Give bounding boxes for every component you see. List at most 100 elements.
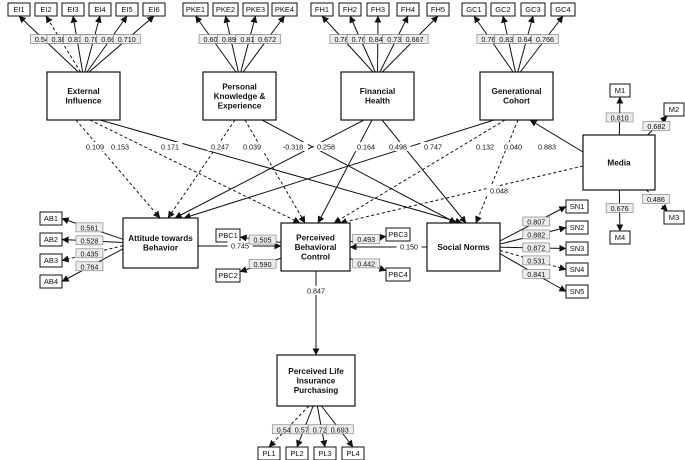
path-fh-to-pbc-coefficient: 0.164 <box>353 142 379 152</box>
indicator-box <box>212 2 239 17</box>
loading-gc1-arrow <box>473 15 514 73</box>
loading-pbc3-value-bg <box>352 234 381 244</box>
loading-pke4-value-text: 0.672 <box>258 35 276 44</box>
indicator-box <box>39 253 63 268</box>
indicator-pl3: PL3 <box>313 446 337 460</box>
construct-label-line: Financial <box>360 87 396 96</box>
path-gc-to-pbc <box>333 119 506 224</box>
path-media-to-gc-coefficient-halo <box>534 142 560 151</box>
indicator-box <box>257 446 281 460</box>
construct-box <box>582 134 656 191</box>
loading-gc4-arrow <box>519 15 564 73</box>
indicator-ab1: AB1 <box>39 211 63 226</box>
loading-ei3-value-text: 0.813 <box>68 35 86 44</box>
path-fh-to-atb-coefficient: 0.258 <box>313 142 339 152</box>
indicator-pke4: PKE4 <box>271 2 298 17</box>
indicator-ei5: EI5 <box>115 2 139 17</box>
path-sn-to-pbc-coefficient-halo <box>396 242 422 251</box>
indicator-gc4: GC4 <box>550 2 576 17</box>
indicator-sn4: SN4 <box>565 262 589 277</box>
loading-sn5-value: 0.841 <box>522 269 551 279</box>
construct-box <box>202 71 277 121</box>
indicator-fh1: FH1 <box>310 2 334 17</box>
path-gc-to-atb-coefficient-halo <box>420 142 446 151</box>
loading-gc1-value-text: 0.765 <box>481 35 499 44</box>
indicator-label: PBC4 <box>388 270 408 279</box>
indicator-label: PKE3 <box>246 5 265 14</box>
loading-pbc3-value: 0.493 <box>352 234 381 244</box>
indicator-box <box>550 2 576 17</box>
construct-label-line: Behavior <box>143 244 179 253</box>
path-pke-to-pbc-coefficient-text: 0.039 <box>243 143 261 152</box>
loading-ei6-value-text: 0.710 <box>118 35 136 44</box>
indicator-label: PL1 <box>262 449 275 458</box>
loading-pl3-value-text: 0.729 <box>313 425 331 434</box>
loading-sn3-value: 0.872 <box>522 242 551 253</box>
path-pke-to-sn-coefficient: -0.318 <box>278 142 308 152</box>
loading-m1-value-text: 0.810 <box>611 114 629 123</box>
indicator-label: GC1 <box>466 5 481 14</box>
loading-pbc2-value-bg <box>248 258 277 269</box>
indicator-box <box>39 211 63 226</box>
indicator-label: SN3 <box>570 244 585 253</box>
path-gc-to-atb <box>183 119 495 220</box>
loading-ab3-value-bg <box>75 248 104 259</box>
indicator-label: PKE4 <box>275 5 294 14</box>
path-fh-to-sn-coefficient: 0.498 <box>385 142 411 152</box>
path-media-to-pbc-coefficient-halo <box>486 186 512 195</box>
loading-pbc1-value-bg <box>248 234 277 245</box>
loading-pbc4-value: 0.442 <box>352 258 381 269</box>
path-gc-to-sn-coefficient: 0.040 <box>500 142 526 152</box>
path-pke-to-pbc-coefficient-halo <box>239 142 265 151</box>
indicator-label: PKE2 <box>216 5 235 14</box>
loading-ei4-arrow <box>84 15 102 73</box>
construct-box <box>276 354 356 407</box>
loading-fh2-value-text: 0.761 <box>352 35 370 44</box>
indicator-pl2: PL2 <box>285 446 309 460</box>
path-sn-to-pbc-coefficient-text: 0.150 <box>400 243 418 252</box>
loading-gc2-arrow <box>501 15 516 73</box>
indicator-m4: M4 <box>609 230 631 245</box>
loading-ei5-arrow <box>86 15 128 73</box>
loading-sn4-value: 0.531 <box>522 255 551 265</box>
indicator-box <box>242 2 269 17</box>
loading-ab1-value: 0.561 <box>75 222 104 232</box>
loading-fh3-value-text: 0.846 <box>369 35 387 44</box>
path-fh-to-sn-coefficient-halo <box>385 142 411 151</box>
indicator-label: EI6 <box>148 5 159 14</box>
loading-ei3-arrow <box>70 15 84 73</box>
indicator-box <box>182 2 209 17</box>
loading-gc4-value: 0.766 <box>531 34 559 44</box>
path-pke-to-pbc-coefficient: 0.039 <box>239 142 265 152</box>
loading-sn1-value-bg <box>522 216 551 227</box>
loading-pl2-value-text: 0.576 <box>295 425 313 434</box>
indicator-gc2: GC2 <box>490 2 516 17</box>
path-ei-to-pbc <box>89 119 301 224</box>
indicator-box <box>285 446 309 460</box>
path-fh-to-atb-coefficient-text: 0.258 <box>317 143 335 152</box>
indicator-pbc3: PBC3 <box>385 227 411 242</box>
construct-label-line: Perceived <box>296 233 335 242</box>
indicator-pbc2: PBC2 <box>215 268 241 283</box>
path-pke-to-atb <box>167 119 236 219</box>
indicator-box <box>426 2 450 17</box>
loading-gc4-value-bg <box>531 34 559 44</box>
indicator-box <box>461 2 487 17</box>
indicator-label: PL3 <box>318 449 331 458</box>
loading-gc2-value-text: 0.833 <box>499 35 517 44</box>
path-fh-to-atb-coefficient-halo <box>313 142 339 151</box>
path-pke-to-atb-coefficient-text: 0.247 <box>211 143 229 152</box>
indicator-label: M4 <box>615 233 625 242</box>
indicator-box <box>663 102 685 117</box>
loading-ei2-value-text: 0.382 <box>51 35 69 44</box>
indicator-pl1: PL1 <box>257 446 281 460</box>
indicator-label: FH4 <box>401 5 415 14</box>
indicator-sn5: SN5 <box>565 284 589 299</box>
indicator-box <box>61 2 85 17</box>
construct-box <box>340 71 415 121</box>
path-pke-to-atb-coefficient: 0.247 <box>207 142 233 152</box>
path-ei-to-pbc-coefficient-text: 0.153 <box>111 143 129 152</box>
indicator-label: PBC1 <box>218 231 238 240</box>
